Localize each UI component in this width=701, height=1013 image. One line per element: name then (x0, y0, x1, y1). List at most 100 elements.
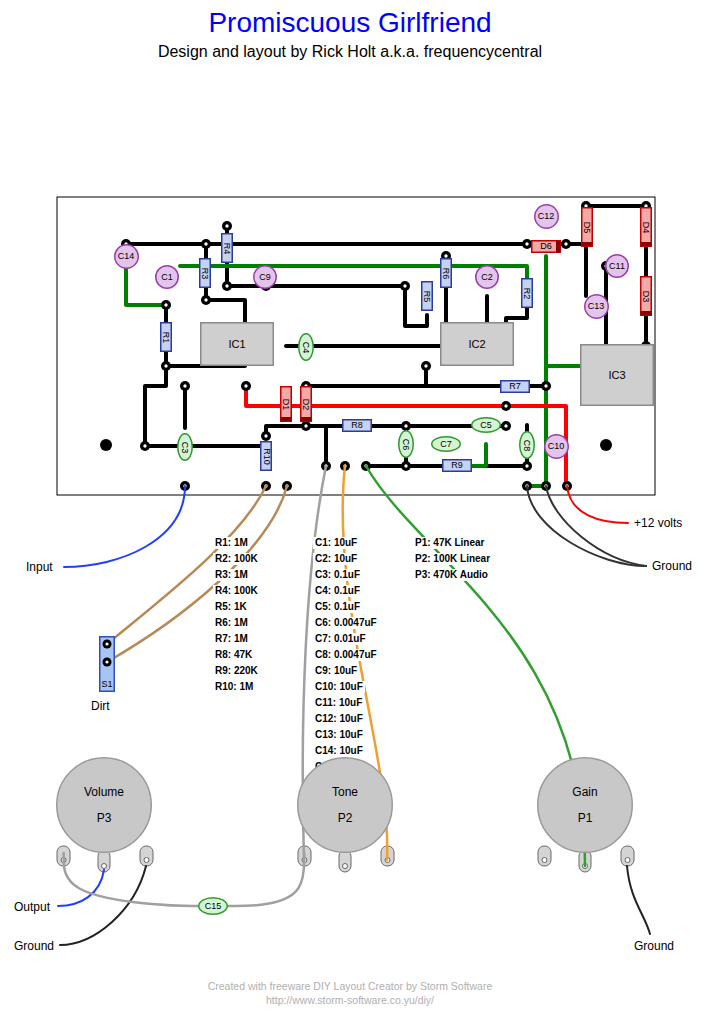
parts-list-item: C6: 0.0047uF (313, 617, 379, 629)
potentiometer-body (538, 758, 633, 853)
film-capacitor-body (299, 334, 314, 361)
potentiometer-body (57, 758, 152, 853)
film-capacitor-body (472, 418, 501, 433)
resistor-body (443, 459, 472, 471)
parts-list-item: C7: 0.01uF (313, 633, 368, 645)
film-capacitor: C7 (431, 436, 461, 452)
solder-pad (541, 381, 551, 391)
parts-list-item: R6: 1M (213, 617, 250, 629)
film-capacitor: C4 (298, 333, 314, 361)
part-label: D5 (582, 221, 591, 233)
wire-label: Output (14, 900, 50, 914)
parts-list-item: R8: 47K (213, 649, 254, 661)
part-label: D3 (641, 290, 650, 302)
film-capacitor-body (432, 437, 461, 452)
pot-label: Volume (84, 786, 124, 798)
hookup-wire (58, 466, 650, 945)
diode-body (641, 208, 652, 247)
wire-connector (64, 853, 198, 906)
hookup-wire (546, 486, 646, 566)
resistor: R1 (160, 322, 172, 352)
resistor-body (441, 259, 452, 288)
solder-pad (401, 461, 411, 471)
footer-text: http://www.storm-software.co.yu/diy/ (266, 994, 434, 1007)
part-label: R4 (222, 242, 231, 254)
part-label: D2 (301, 398, 310, 410)
wire-label: Ground (652, 559, 692, 573)
part-label: C7 (440, 440, 452, 449)
parts-list-item: R10: 1M (213, 681, 255, 693)
part-label: C2 (481, 273, 493, 282)
solder-pad (241, 381, 251, 391)
pot-lug (621, 846, 634, 866)
pot-label: P3 (97, 812, 112, 824)
diode-band (641, 311, 652, 315)
solder-pad (140, 441, 150, 451)
title: Promiscuous Girlfriend (208, 6, 491, 40)
part-label: C14 (118, 252, 135, 261)
film-capacitor-body (520, 432, 535, 459)
resistor-body (422, 282, 433, 311)
parts-list-item: R7: 1M (213, 633, 250, 645)
ic-chip: IC2 (440, 322, 514, 366)
lug-hole (542, 858, 547, 863)
toggle-switch: S1 (99, 636, 115, 692)
parts-list-item: R3: 1M (213, 569, 250, 581)
part-label: C1 (161, 273, 173, 282)
electrolytic-capacitor: C10 (544, 434, 569, 459)
diode-body (582, 208, 593, 247)
diode-body (641, 277, 652, 316)
parts-list-item: R5: 1K (213, 601, 249, 613)
diode: D2 (300, 386, 312, 422)
solder-pad (161, 300, 171, 310)
solder-pad (121, 201, 651, 491)
ground-trace (126, 256, 580, 486)
diode-band (641, 242, 652, 246)
part-label: C6 (401, 438, 410, 450)
parts-list-item: C13: 10uF (313, 729, 365, 741)
film-capacitor-body (178, 434, 193, 461)
solder-pad (501, 421, 511, 431)
footer-text: Created with freeware DIY Layout Creator… (208, 980, 493, 993)
electrolytic-capacitor-body (156, 266, 179, 289)
pot-lug (538, 846, 551, 866)
parts-list-item: R9: 220K (213, 665, 260, 677)
electrolytic-capacitor-body (534, 204, 558, 228)
electrolytic-capacitor: C14 (114, 244, 139, 269)
switch-pad (105, 642, 108, 645)
toggle-switch-body (100, 637, 115, 692)
part-label: C3 (180, 441, 189, 453)
pot-lug (140, 846, 153, 866)
solder-pad (421, 361, 431, 371)
part-label: R10 (262, 448, 271, 465)
resistor-body (261, 442, 272, 471)
part-label: C15 (205, 902, 222, 911)
resistor: R5 (421, 281, 433, 311)
potentiometer-outline (56, 757, 152, 853)
part-label: R1 (161, 331, 170, 343)
lug-hole (343, 864, 348, 869)
electrolytic-capacitor-body (584, 294, 608, 318)
parts-list-item: P1: 47K Linear (413, 537, 486, 549)
solder-pad (561, 239, 571, 249)
electrolytic-capacitor-body (544, 434, 568, 458)
mounting-hole (100, 439, 612, 451)
ground-trace (472, 444, 486, 466)
diode: D4 (640, 207, 652, 247)
parts-list-item: R2: 100K (213, 553, 260, 565)
potentiometer-outline (537, 757, 633, 853)
switch-pad (105, 660, 108, 663)
solder-pad (501, 401, 511, 411)
film-capacitor: C5 (471, 417, 501, 433)
resistor: R2 (521, 278, 533, 308)
pot-lug (98, 850, 110, 872)
electrolytic-capacitor: C2 (475, 265, 499, 289)
electrolytic-capacitor-body (254, 266, 277, 289)
electrolytic-capacitor: C1 (155, 265, 179, 289)
parts-list-item: R1: 1M (213, 537, 250, 549)
solder-pad (400, 281, 410, 291)
solder-pad (301, 421, 311, 431)
pot-label: Gain (572, 786, 597, 798)
parts-list-item: C3: 0.1uF (313, 569, 362, 581)
part-label: C10 (548, 442, 565, 451)
